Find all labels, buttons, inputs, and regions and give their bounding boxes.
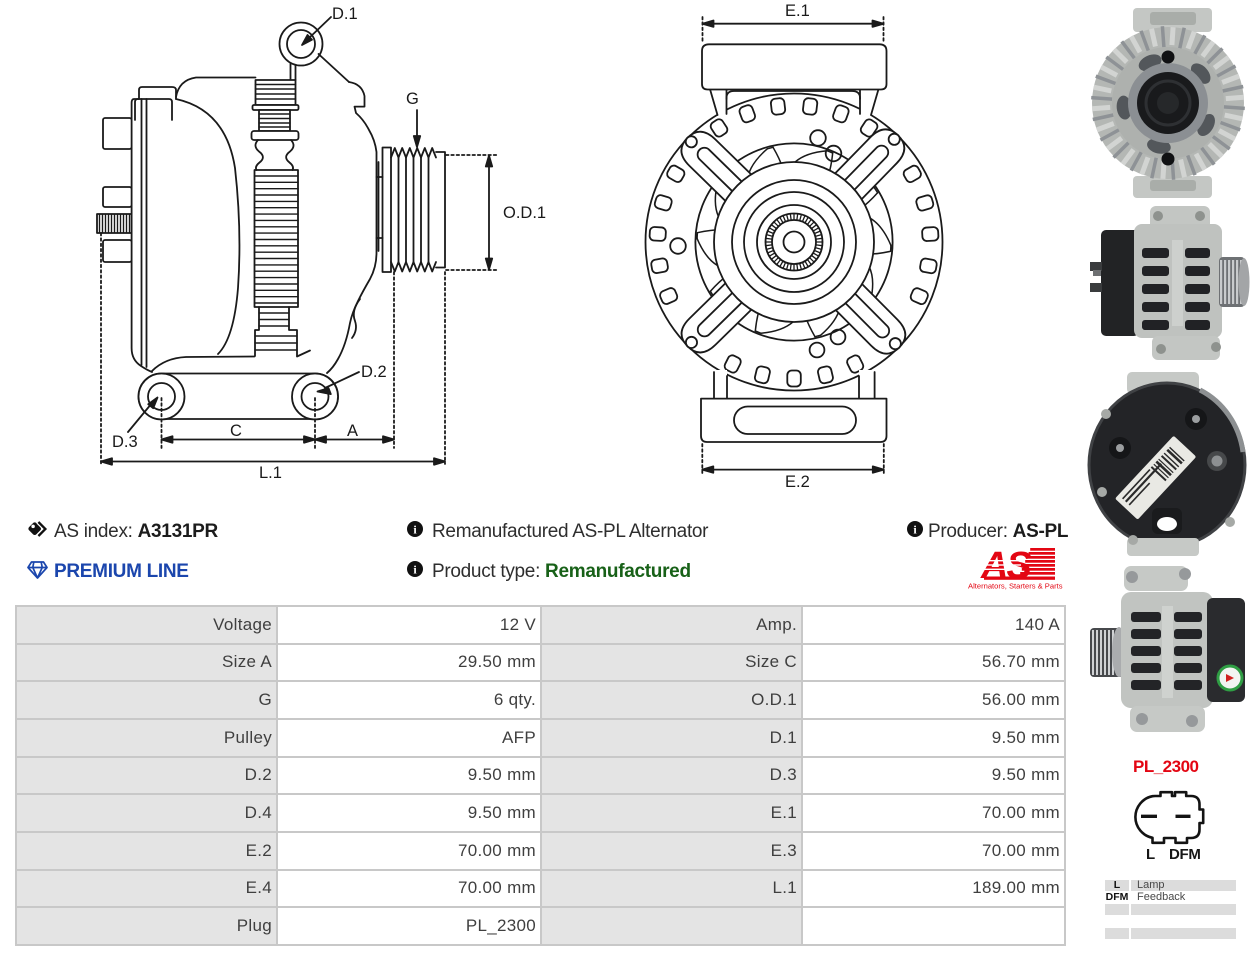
- svg-text:C: C: [230, 422, 242, 440]
- svg-text:i: i: [413, 563, 417, 577]
- svg-text:G: G: [406, 90, 419, 108]
- svg-text:i: i: [413, 523, 417, 537]
- svg-text:i: i: [913, 523, 917, 537]
- svg-text:E.1: E.1: [785, 2, 810, 20]
- svg-text:D.1: D.1: [332, 5, 358, 23]
- svg-text:L.1: L.1: [259, 464, 282, 482]
- svg-text:Alternators, Starters & Parts: Alternators, Starters & Parts: [968, 582, 1063, 591]
- svg-text:O.D.1: O.D.1: [503, 204, 546, 222]
- svg-text:A: A: [347, 422, 358, 440]
- svg-text:D.2: D.2: [361, 363, 387, 381]
- svg-text:D.3: D.3: [112, 433, 138, 451]
- svg-text:E.2: E.2: [785, 473, 810, 491]
